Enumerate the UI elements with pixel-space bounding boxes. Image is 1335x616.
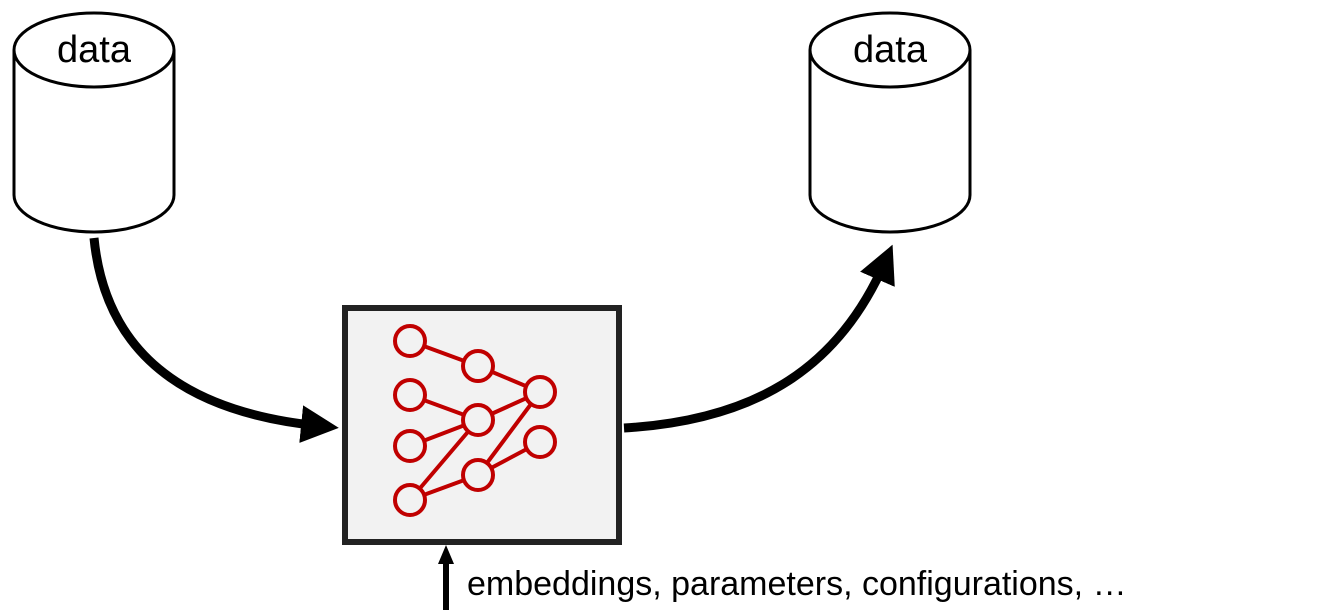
target-database: data	[808, 11, 972, 234]
target-database-label: data	[853, 29, 928, 71]
source-database-body	[12, 50, 176, 234]
source-database: data	[12, 11, 176, 234]
neural-network-icon	[393, 324, 557, 517]
model-input-arrow	[438, 545, 454, 610]
input-flow-arrow	[89, 237, 339, 443]
neural-network-nodes	[393, 324, 557, 517]
source-database-label: data	[57, 29, 132, 71]
source-database-top	[12, 11, 176, 89]
output-flow-arrow	[623, 244, 895, 433]
target-database-top	[808, 11, 972, 89]
target-database-body	[808, 50, 972, 234]
model-inputs-label: embeddings, parameters, configurations, …	[467, 565, 1127, 603]
